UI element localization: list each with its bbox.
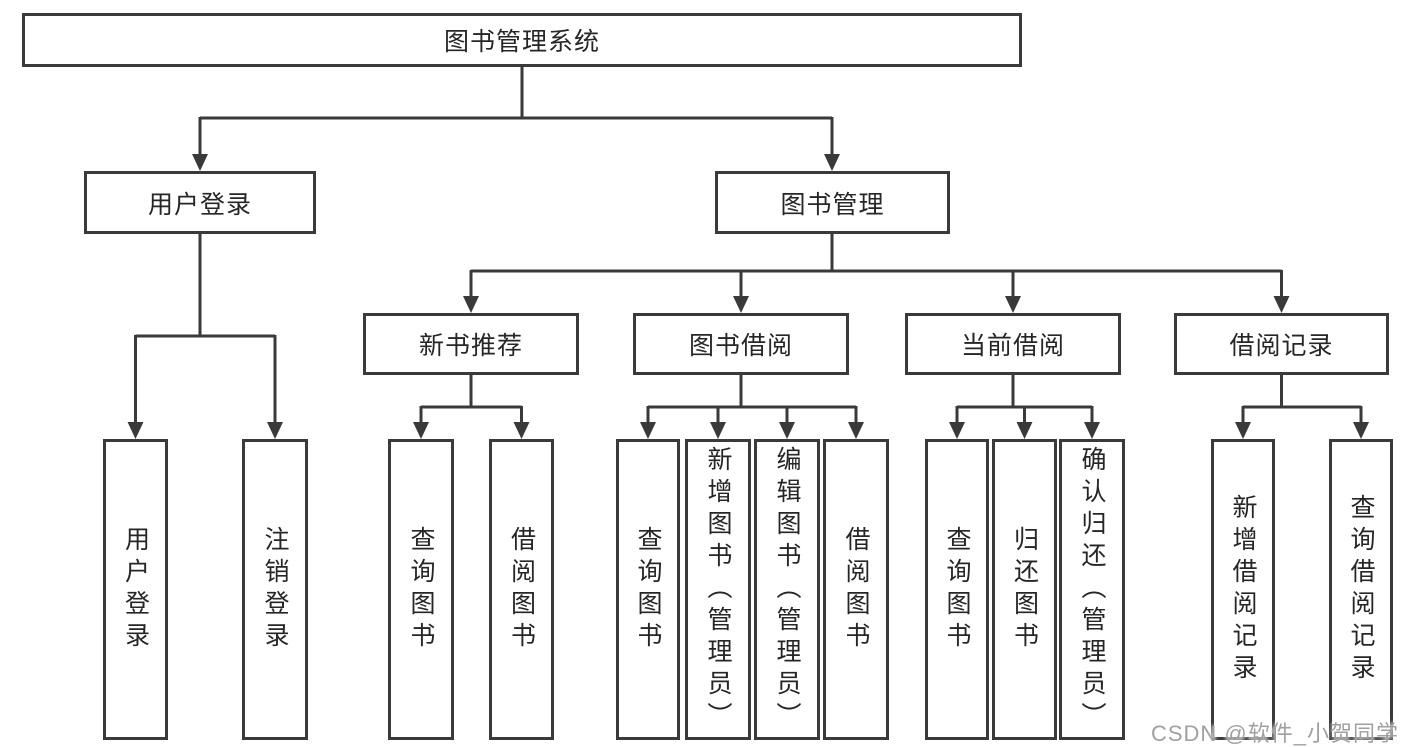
leaf-confirm-return-admin: 确认归还（管理员） <box>1059 439 1125 740</box>
connector-newbookrec-to-leaves <box>419 375 523 424</box>
connector-bookmgmt-to-level3 <box>469 234 1283 298</box>
leaf-add-book-admin-label: 新增图书（管理员） <box>704 445 732 734</box>
leaf-add-borrow-record: 新增借阅记录 <box>1211 439 1275 740</box>
leaf-user-login-label: 用户登录 <box>121 525 150 654</box>
node-book-management: 图书管理 <box>715 171 950 234</box>
leaf-edit-book-admin: 编辑图书（管理员） <box>754 439 820 740</box>
leaf-borrow-books-2-label: 借阅图书 <box>842 525 870 654</box>
leaf-query-books-1: 查询图书 <box>388 439 454 740</box>
node-root-label: 图书管理系统 <box>443 28 600 56</box>
leaf-edit-book-admin-label: 编辑图书（管理员） <box>773 445 801 734</box>
leaf-add-borrow-record-label: 新增借阅记录 <box>1229 493 1257 686</box>
leaf-logout-label: 注销登录 <box>261 525 289 654</box>
node-new-book-recommend: 新书推荐 <box>363 313 579 375</box>
leaf-confirm-return-admin-label: 确认归还（管理员） <box>1078 445 1106 734</box>
connector-currentborrow-to-leaves <box>955 375 1094 424</box>
leaf-logout: 注销登录 <box>242 439 308 740</box>
leaf-query-books-2-label: 查询图书 <box>634 525 662 654</box>
leaf-query-borrow-record-label: 查询借阅记录 <box>1347 493 1375 686</box>
connector-userlogin-to-leaves <box>134 234 277 424</box>
leaf-query-books-3: 查询图书 <box>925 439 989 740</box>
node-borrowing-records: 借阅记录 <box>1174 313 1389 375</box>
node-borrowing-records-label: 借阅记录 <box>1229 332 1334 360</box>
arrowheads <box>127 154 1369 439</box>
leaf-return-books: 归还图书 <box>992 439 1057 740</box>
leaf-query-borrow-record: 查询借阅记录 <box>1329 439 1393 740</box>
connector-bookborrow-to-leaves <box>646 375 858 424</box>
node-current-borrowing-label: 当前借阅 <box>960 332 1065 360</box>
leaf-user-login: 用户登录 <box>103 439 168 740</box>
leaf-borrow-books-1: 借阅图书 <box>489 439 554 740</box>
leaf-return-books-label: 归还图书 <box>1010 525 1039 654</box>
node-new-book-recommend-label: 新书推荐 <box>418 332 523 360</box>
leaf-query-books-1-label: 查询图书 <box>407 525 435 654</box>
leaf-borrow-books-2: 借阅图书 <box>823 439 889 740</box>
leaf-query-books-3-label: 查询图书 <box>943 525 971 654</box>
leaf-query-books-2: 查询图书 <box>616 439 680 740</box>
node-book-borrowing: 图书借阅 <box>633 313 849 375</box>
node-book-management-label: 图书管理 <box>780 190 885 219</box>
node-user-login: 用户登录 <box>84 171 316 234</box>
node-book-borrowing-label: 图书借阅 <box>688 332 793 360</box>
node-user-login-label: 用户登录 <box>147 190 252 219</box>
leaf-borrow-books-1-label: 借阅图书 <box>507 525 536 654</box>
connector-borrowrecords-to-leaves <box>1241 375 1363 424</box>
node-current-borrowing: 当前借阅 <box>905 313 1121 375</box>
node-root-library-system: 图书管理系统 <box>22 13 1022 67</box>
csdn-watermark: CSDN @软件_小贺同学 <box>1150 721 1399 746</box>
connector-root-to-level2 <box>198 67 834 156</box>
leaf-add-book-admin: 新增图书（管理员） <box>685 439 751 740</box>
